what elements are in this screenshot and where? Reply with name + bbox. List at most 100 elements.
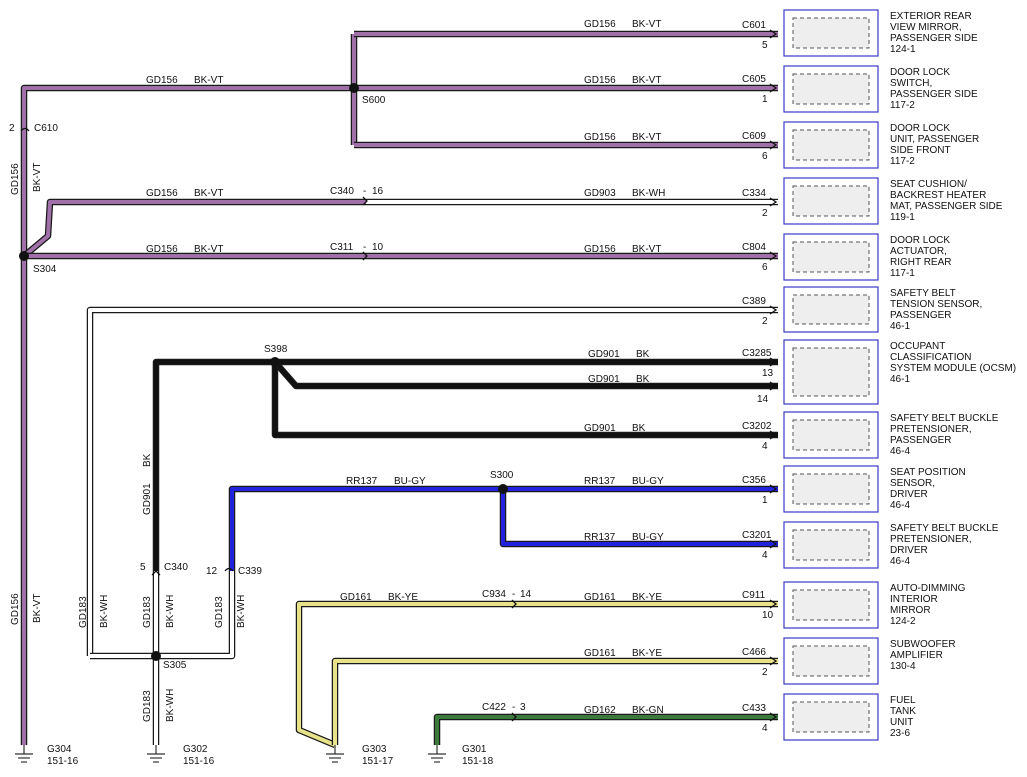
component-inner: [792, 589, 870, 621]
wire-color: BK-VT: [194, 244, 223, 255]
wire-gd156-to-c340: [22, 200, 366, 258]
component-label: SAFETY BELT: [890, 288, 956, 299]
connector-pin: 10: [372, 242, 384, 253]
component-label: DRIVER: [890, 545, 928, 556]
wire-label: GD156: [584, 132, 616, 143]
inline-connectors: [20, 127, 517, 722]
component-inner: [792, 185, 870, 217]
component-label: PRETENSIONER,: [890, 534, 972, 545]
connector-label: C334: [742, 188, 766, 199]
connector-label: C311: [330, 242, 354, 253]
component-label: SYSTEM MODULE (OCSM): [890, 363, 1016, 374]
component-label: 46-1: [890, 374, 910, 385]
ground-ref: 151-17: [362, 756, 394, 767]
component-label: VIEW MIRROR,: [890, 22, 962, 33]
ground-label: G304: [47, 744, 72, 755]
component-label: SEAT CUSHION/: [890, 179, 967, 190]
splice-label: S398: [264, 344, 288, 355]
wire-gd161-c466-outline: [331, 657, 778, 745]
wire-gd156-trunk-outline: [20, 84, 354, 745]
wire-label: GD156: [584, 19, 616, 30]
c311-connector-mark: [362, 251, 368, 261]
component-label: MAT, PASSENGER SIDE: [890, 201, 1003, 212]
connector-label: C3201: [742, 530, 772, 541]
connector-label: C422: [482, 702, 506, 713]
splice-label: S305: [163, 660, 187, 671]
connector-label: C3285: [742, 348, 772, 359]
wire-label: GD901: [588, 374, 620, 385]
connector-pin: 14: [757, 394, 769, 405]
wire-label: RR137: [584, 532, 616, 543]
ground-label: G303: [362, 744, 387, 755]
ground-ref: 151-18: [462, 756, 494, 767]
connector-pin: 6: [762, 262, 768, 273]
wire-label: GD161: [584, 592, 616, 603]
component-label: SIDE FRONT: [890, 145, 951, 156]
connector-pin: 14: [520, 589, 532, 600]
wire-gd901-c3285-13: [154, 360, 778, 571]
connector-label: C934: [482, 589, 506, 600]
wire-gd161-c911-outline: [295, 600, 778, 748]
connector-labels: S600 S304 S398 S300 S305 2 C610 C340 - 1…: [9, 95, 532, 713]
connector-label: C433: [742, 703, 766, 714]
grounds: [15, 745, 446, 763]
component-label: SAFETY BELT BUCKLE: [890, 413, 999, 424]
ground-ref: 151-16: [183, 756, 215, 767]
splices-layer: [19, 83, 508, 661]
connector-pin: 5: [762, 40, 768, 51]
splice-s600: [349, 83, 359, 93]
connector-label: C3202: [742, 421, 772, 432]
wire-label-vertical: GD156: [10, 163, 21, 195]
connector-label: C610: [34, 123, 58, 134]
connector-label: C605: [742, 74, 766, 85]
component-label: DOOR LOCK: [890, 67, 950, 78]
wire-color: BK: [636, 374, 650, 385]
wire-color: BK-VT: [194, 188, 223, 199]
connector-pin: 10: [762, 610, 774, 621]
component-label: 117-1: [890, 268, 915, 279]
component-label: PASSENGER: [890, 435, 952, 446]
wire-gd156-trunk: [22, 86, 354, 745]
ground-symbol: [428, 745, 446, 763]
component-label: EXTERIOR REAR: [890, 11, 972, 22]
wire-color: BK-YE: [632, 648, 662, 659]
wire-label: GD162: [584, 705, 616, 716]
connector-pin: 4: [762, 550, 768, 561]
wire-labels: GD156 BK-VT GD156 BK-VT GD156 BK-VT GD15…: [10, 19, 665, 722]
wire-color: BK-VT: [632, 19, 661, 30]
connector-label: C340: [164, 562, 188, 573]
wire-color: BK-WH: [632, 188, 665, 199]
ground-labels: G304 151-16 G302 151-16 G303 151-17 G301…: [47, 744, 494, 767]
component-label: RIGHT REAR: [890, 257, 952, 268]
component-label: 117-2: [890, 100, 915, 111]
wire-color-vertical: BK-VT: [32, 163, 43, 192]
component-label: 124-1: [890, 44, 916, 55]
pin-mark: [769, 484, 778, 494]
component-inner: [792, 347, 870, 397]
pin-mark: [769, 305, 778, 315]
connector-label: -: [363, 242, 366, 253]
wire-gd183-s305-bus-outline: [90, 571, 236, 660]
pin-mark: [769, 357, 778, 367]
wire-color-vertical: BK-WH: [165, 689, 176, 722]
connector-label: C339: [238, 566, 262, 577]
connector-pin: 6: [762, 151, 768, 162]
splice-label: S300: [490, 470, 514, 481]
pin-mark: [769, 140, 778, 150]
connector-label: C609: [742, 131, 766, 142]
component-label: FUEL: [890, 695, 916, 706]
pin-mark: [769, 539, 778, 549]
wire-gd183-c389: [88, 308, 778, 656]
component-label: INTERIOR: [890, 594, 938, 605]
splice-label: S304: [33, 264, 57, 275]
wire-label: RR137: [584, 476, 616, 487]
wire-color: BU-GY: [632, 532, 664, 543]
component-label: 46-4: [890, 500, 910, 511]
wire-gd901-c3202-outline: [271, 362, 778, 439]
component-inner: [792, 241, 870, 273]
c340-top-connector-mark: [362, 196, 368, 206]
